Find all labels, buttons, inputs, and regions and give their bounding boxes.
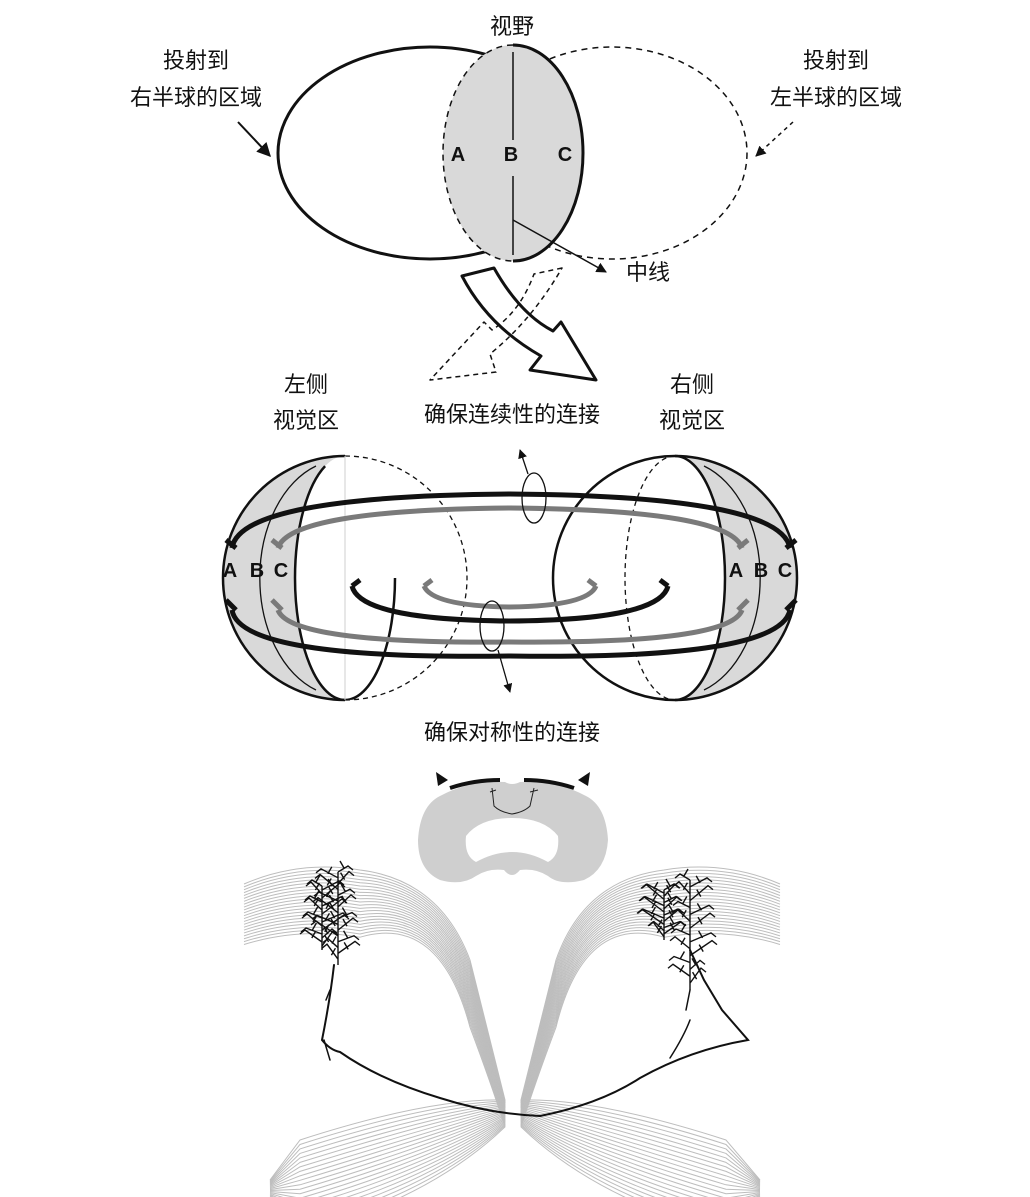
left-dendritic-arbor	[299, 860, 361, 965]
fiber-right	[520, 891, 781, 1189]
visual-field-title: 视野	[490, 15, 534, 40]
fiber-right	[520, 901, 781, 1192]
connection-outer-gray-bottom	[275, 608, 745, 645]
left-hemisphere-label-line2: 左半球的区域	[770, 86, 902, 111]
fiber-left	[243, 891, 506, 1189]
right-marker-triangle-icon	[578, 772, 590, 786]
fiber-right	[520, 895, 781, 1190]
connection-outer-gray	[275, 505, 745, 550]
connection-outer-dark-bottom	[229, 609, 793, 659]
visual-areas-section: 左侧 视觉区 右侧 视觉区 确保连续性的连接	[221, 373, 799, 746]
left-sphere-letter-b: B	[250, 560, 264, 582]
right-hemisphere-label-line1: 投射到	[163, 49, 229, 74]
right-dendritic-arbor	[636, 868, 718, 990]
left-sphere-letter-c: C	[274, 560, 288, 582]
right-sphere-shade	[675, 456, 797, 700]
left-area-label-line2: 视觉区	[273, 409, 339, 434]
left-hemisphere-pointer-arrow	[755, 121, 794, 157]
fiber-right	[520, 869, 781, 1182]
right-sphere-letter-c: C	[778, 560, 792, 582]
fiber-right	[520, 907, 781, 1197]
brain-ventricle	[504, 840, 520, 852]
right-sphere-meridian-solid	[674, 454, 727, 702]
letter-b-top: B	[504, 144, 518, 166]
symmetry-connection-label: 确保对称性的连接	[424, 721, 600, 746]
left-visual-sphere	[221, 454, 468, 702]
left-hemisphere-label-line1: 投射到	[803, 49, 869, 74]
left-sphere-shade	[223, 456, 345, 700]
fiber-left	[243, 929, 506, 1197]
right-arbor-branches-2	[636, 878, 687, 940]
right-area-label-line1: 右侧	[670, 373, 714, 398]
projection-arrows	[429, 266, 598, 382]
neuron-collateral-right	[669, 989, 691, 1059]
left-sphere-letter-a: A	[223, 560, 237, 582]
right-sphere-meridian-dashed	[624, 455, 676, 701]
midline-pointer-arrow	[512, 219, 607, 273]
right-arbor-branches	[667, 868, 718, 990]
symmetry-callout-arrow	[497, 649, 513, 693]
fiber-left	[243, 904, 506, 1195]
fiber-left	[243, 923, 506, 1197]
right-visual-sphere	[551, 454, 799, 702]
fiber-left	[243, 917, 506, 1197]
fiber-right	[520, 866, 781, 1181]
overlap-left-dashed-edge	[442, 44, 514, 262]
right-sphere-letter-b: B	[754, 560, 768, 582]
right-hemisphere-pointer-arrow	[237, 121, 271, 158]
left-marker-triangle-icon	[436, 772, 448, 786]
left-sphere-inner-meridian	[259, 465, 317, 691]
fiber-right	[520, 879, 781, 1185]
continuity-connection-label: 确保连续性的连接	[424, 403, 600, 428]
fiber-right	[520, 929, 781, 1197]
right-sphere-inner-meridian	[703, 465, 761, 691]
right-sphere-letter-a: A	[729, 560, 743, 582]
connection-outer-dark	[229, 491, 793, 549]
left-sphere-meridian	[293, 456, 397, 700]
fiber-left	[243, 920, 506, 1197]
fiber-right	[520, 882, 781, 1186]
fiber-left	[243, 866, 506, 1181]
inset-neuron-trace	[489, 787, 539, 815]
connection-inner-dark	[349, 585, 671, 624]
left-arbor-branches-2	[299, 874, 350, 950]
symmetry-callout-ellipse	[479, 600, 505, 652]
fiber-left	[243, 932, 506, 1197]
visual-field-overlap	[443, 45, 583, 261]
right-hemisphere-label-line2: 右半球的区域	[130, 86, 262, 111]
fiber-right	[520, 917, 781, 1197]
fiber-right	[520, 898, 781, 1191]
visual-field-section: 视野 A B C 投射到 右半球的区域 投射到 左半球的区域 中线	[130, 15, 902, 286]
left-area-label-line1: 左侧	[284, 373, 328, 398]
brain-cortex-left-highlight	[449, 778, 501, 790]
continuity-callout-ellipse	[521, 472, 547, 524]
overlap-right-solid-edge	[512, 43, 585, 263]
letter-a-top: A	[451, 144, 465, 166]
fiber-left	[243, 901, 506, 1192]
fiber-right	[520, 932, 781, 1197]
left-sphere-outline-dashed	[344, 455, 468, 701]
brain-cortex-right-highlight	[523, 778, 575, 790]
connection-end-ticks	[224, 538, 798, 612]
fiber-right	[520, 920, 781, 1197]
neuron-main-axon	[320, 949, 750, 1118]
neuron-collateral-left	[323, 989, 331, 1061]
letter-c-top: C	[558, 144, 572, 166]
right-area-label-line2: 视觉区	[659, 409, 725, 434]
fiber-right	[520, 904, 781, 1195]
left-sphere-outline-solid	[221, 454, 346, 702]
midline-label: 中线	[626, 261, 670, 286]
connection-inner-gray	[421, 584, 599, 610]
fiber-left	[243, 869, 506, 1182]
traced-neuron	[320, 949, 750, 1118]
continuity-callout-arrow	[518, 449, 529, 475]
projection-arrow-solid	[460, 266, 598, 382]
fiber-right	[520, 914, 781, 1197]
brain-section-inset	[418, 772, 608, 883]
